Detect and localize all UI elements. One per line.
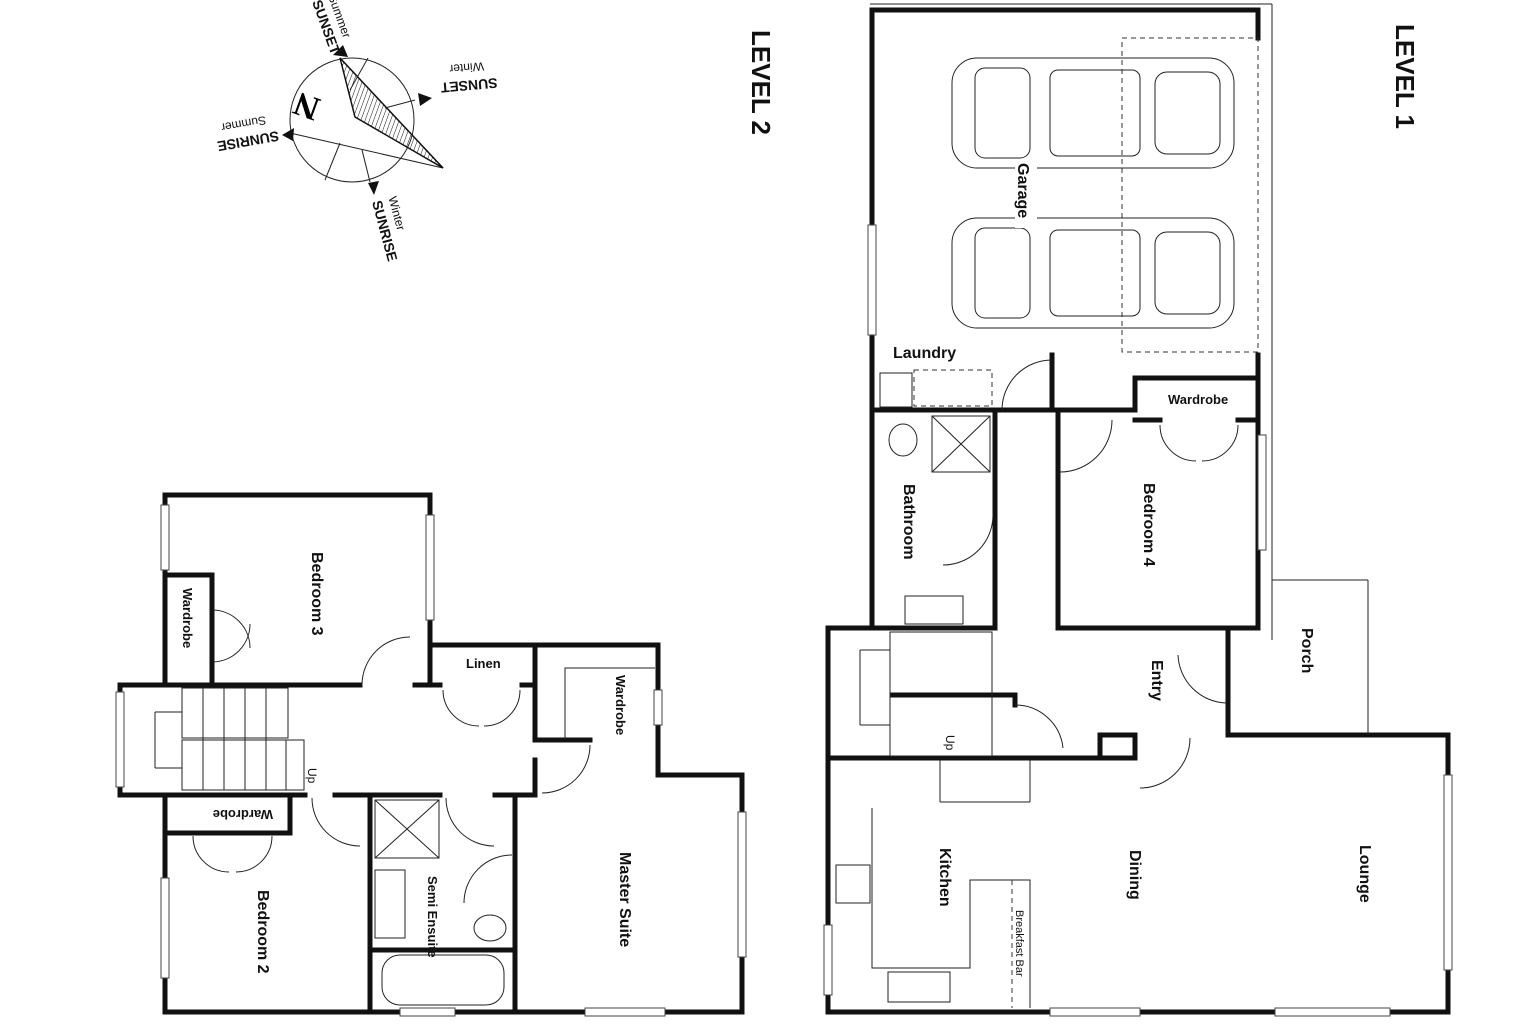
room-wardrobe-b3: Wardrobe <box>180 588 195 648</box>
breakfast-bar-label: Breakfast Bar <box>1013 910 1025 977</box>
toilet-icon <box>888 423 918 457</box>
level2-walls <box>115 492 747 1017</box>
room-wardrobe-master: Wardrobe <box>613 675 628 735</box>
room-bedroom4: Bedroom 4 <box>1140 483 1157 567</box>
room-porch: Porch <box>1298 628 1315 673</box>
room-laundry: Laundry <box>893 345 956 362</box>
room-bedroom2: Bedroom 2 <box>254 890 271 974</box>
room-lounge: Lounge <box>1356 845 1373 903</box>
shower-icon <box>374 799 440 859</box>
room-garage: Garage <box>1014 163 1031 218</box>
room-linen: Linen <box>466 656 501 671</box>
arrow-summer-sunset-icon <box>333 45 348 57</box>
vanity-icon <box>374 869 406 939</box>
room-semi-ensuite: Semi Ensuite <box>425 876 440 958</box>
bath-icon <box>381 954 505 1006</box>
arrow-summer-sunrise-icon <box>282 128 294 141</box>
cooktop-icon <box>835 864 871 904</box>
stair-up-l1: Up <box>943 735 957 751</box>
car-icon <box>951 57 1235 169</box>
room-bedroom3: Bedroom 3 <box>308 552 325 636</box>
compass-north: N <box>289 84 325 127</box>
room-dining: Dining <box>1126 850 1143 900</box>
level2-stairs <box>154 687 305 791</box>
room-kitchen: Kitchen <box>936 848 953 907</box>
room-bathroom: Bathroom <box>900 484 917 560</box>
winter-sunset-label: SUNSET <box>440 75 498 96</box>
toilet-icon <box>473 914 507 942</box>
level1-stairs <box>859 631 1031 803</box>
arrow-winter-sunset-icon <box>418 93 432 106</box>
stair-up-l2: Up <box>305 768 319 784</box>
car-icon <box>951 217 1235 329</box>
level1-walls <box>823 3 1453 1017</box>
winter-sunset-small: Winter <box>449 59 485 76</box>
laundry-tub-icon <box>879 372 913 408</box>
room-wardrobe-l1: Wardrobe <box>1168 392 1228 407</box>
sink-icon <box>887 971 951 1003</box>
level1-title: LEVEL 1 <box>1390 24 1420 129</box>
arrow-winter-sunrise-icon <box>368 181 379 195</box>
compass-circle <box>289 57 415 183</box>
room-master-suite: Master Suite <box>616 852 633 947</box>
room-entry: Entry <box>1148 660 1165 701</box>
level2-title: LEVEL 2 <box>746 30 776 135</box>
shower-icon <box>931 415 991 473</box>
compass-needle <box>339 57 444 169</box>
vanity-icon <box>904 595 964 625</box>
room-wardrobe-b2: Wardrobe <box>213 807 273 822</box>
